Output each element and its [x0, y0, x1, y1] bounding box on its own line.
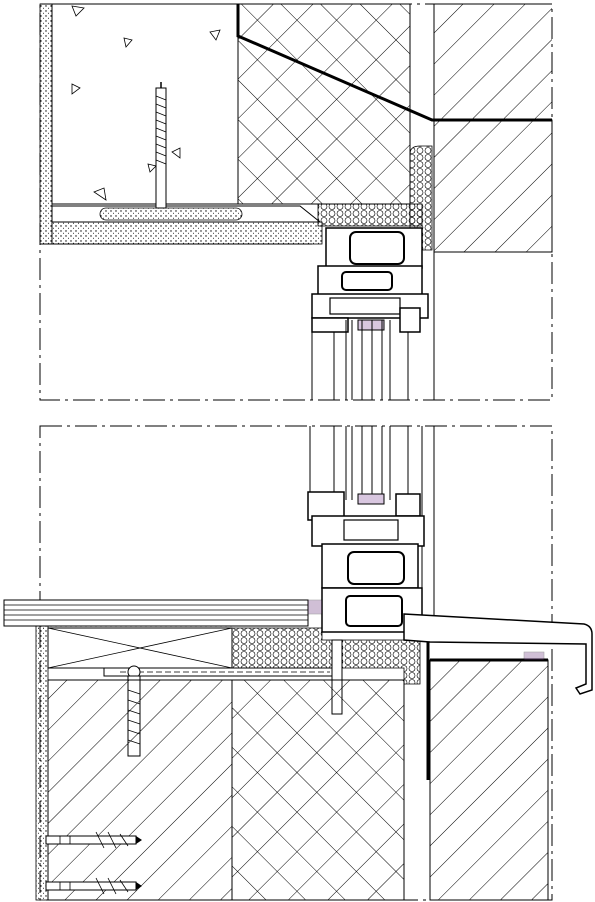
aggregate-marks — [71, 5, 221, 201]
insulation-top-upper — [434, 4, 552, 120]
bottom-detail — [3, 425, 593, 901]
masonry-block-bottom — [231, 679, 405, 901]
insulation-top — [433, 119, 553, 253]
insulation-bottom-right — [429, 659, 549, 901]
soffit-bead — [99, 207, 243, 221]
wall-anchor-1 — [45, 831, 142, 849]
sealant-top-mid — [317, 203, 423, 227]
top-detail — [39, 3, 553, 401]
insulation-bottom-left — [47, 679, 233, 901]
interior-window-board — [3, 599, 323, 627]
window-frame-head — [311, 227, 429, 333]
gasket-top — [357, 319, 385, 331]
plaster-bottom — [51, 221, 323, 245]
cavity-box — [47, 627, 233, 669]
glazing-bottom — [309, 426, 435, 640]
glazing-top — [311, 320, 409, 400]
exterior-sill-flashing — [403, 613, 593, 695]
anchor-bolt-top — [155, 82, 167, 209]
window-frame-sill — [307, 491, 425, 633]
plaster-left — [39, 3, 53, 245]
sill-gasket — [523, 651, 545, 661]
wall-anchor-2 — [45, 877, 142, 895]
concrete-lintel — [51, 3, 239, 205]
masonry-block-top — [237, 3, 411, 205]
gasket-bottom — [357, 493, 385, 505]
plaster-left-bottom — [35, 625, 49, 901]
